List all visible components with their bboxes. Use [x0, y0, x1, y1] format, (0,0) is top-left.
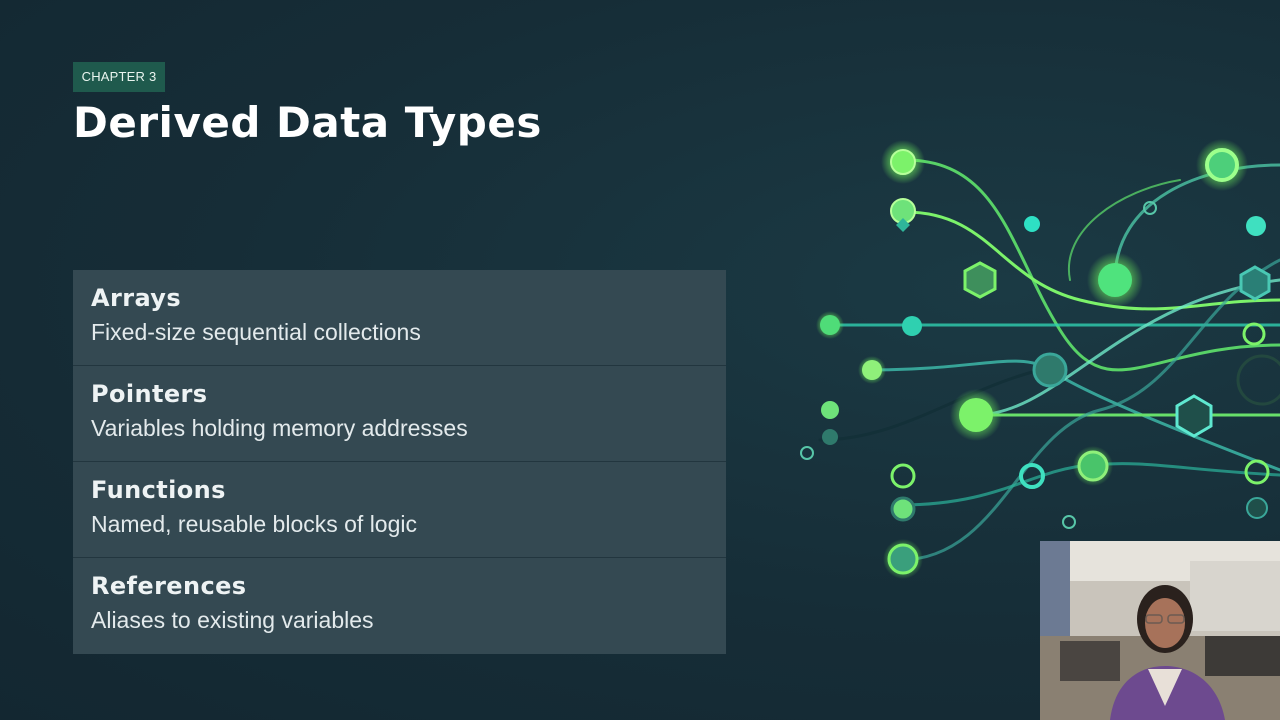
list-item-pointers: Pointers Variables holding memory addres…	[73, 366, 726, 462]
network-nodes-illustration	[800, 139, 1280, 579]
list-item-references: References Aliases to existing variables	[73, 558, 726, 654]
item-description: Named, reusable blocks of logic	[91, 511, 417, 537]
derived-types-list: Arrays Fixed-size sequential collections…	[73, 270, 726, 659]
item-description: Variables holding memory addresses	[91, 415, 468, 441]
chapter-badge: CHAPTER 3	[73, 62, 165, 92]
list-item-functions: Functions Named, reusable blocks of logi…	[73, 462, 726, 558]
slide-title: Derived Data Types	[73, 98, 542, 147]
presenter-video-feed	[1040, 541, 1280, 720]
item-description: Fixed-size sequential collections	[91, 319, 421, 345]
item-description: Aliases to existing variables	[91, 607, 374, 633]
presenter-illustration	[1040, 541, 1280, 720]
item-title: Functions	[91, 476, 226, 504]
item-title: Arrays	[91, 284, 182, 312]
item-title: Pointers	[91, 380, 208, 408]
item-title: References	[91, 572, 247, 600]
list-item-arrays: Arrays Fixed-size sequential collections	[73, 270, 726, 366]
